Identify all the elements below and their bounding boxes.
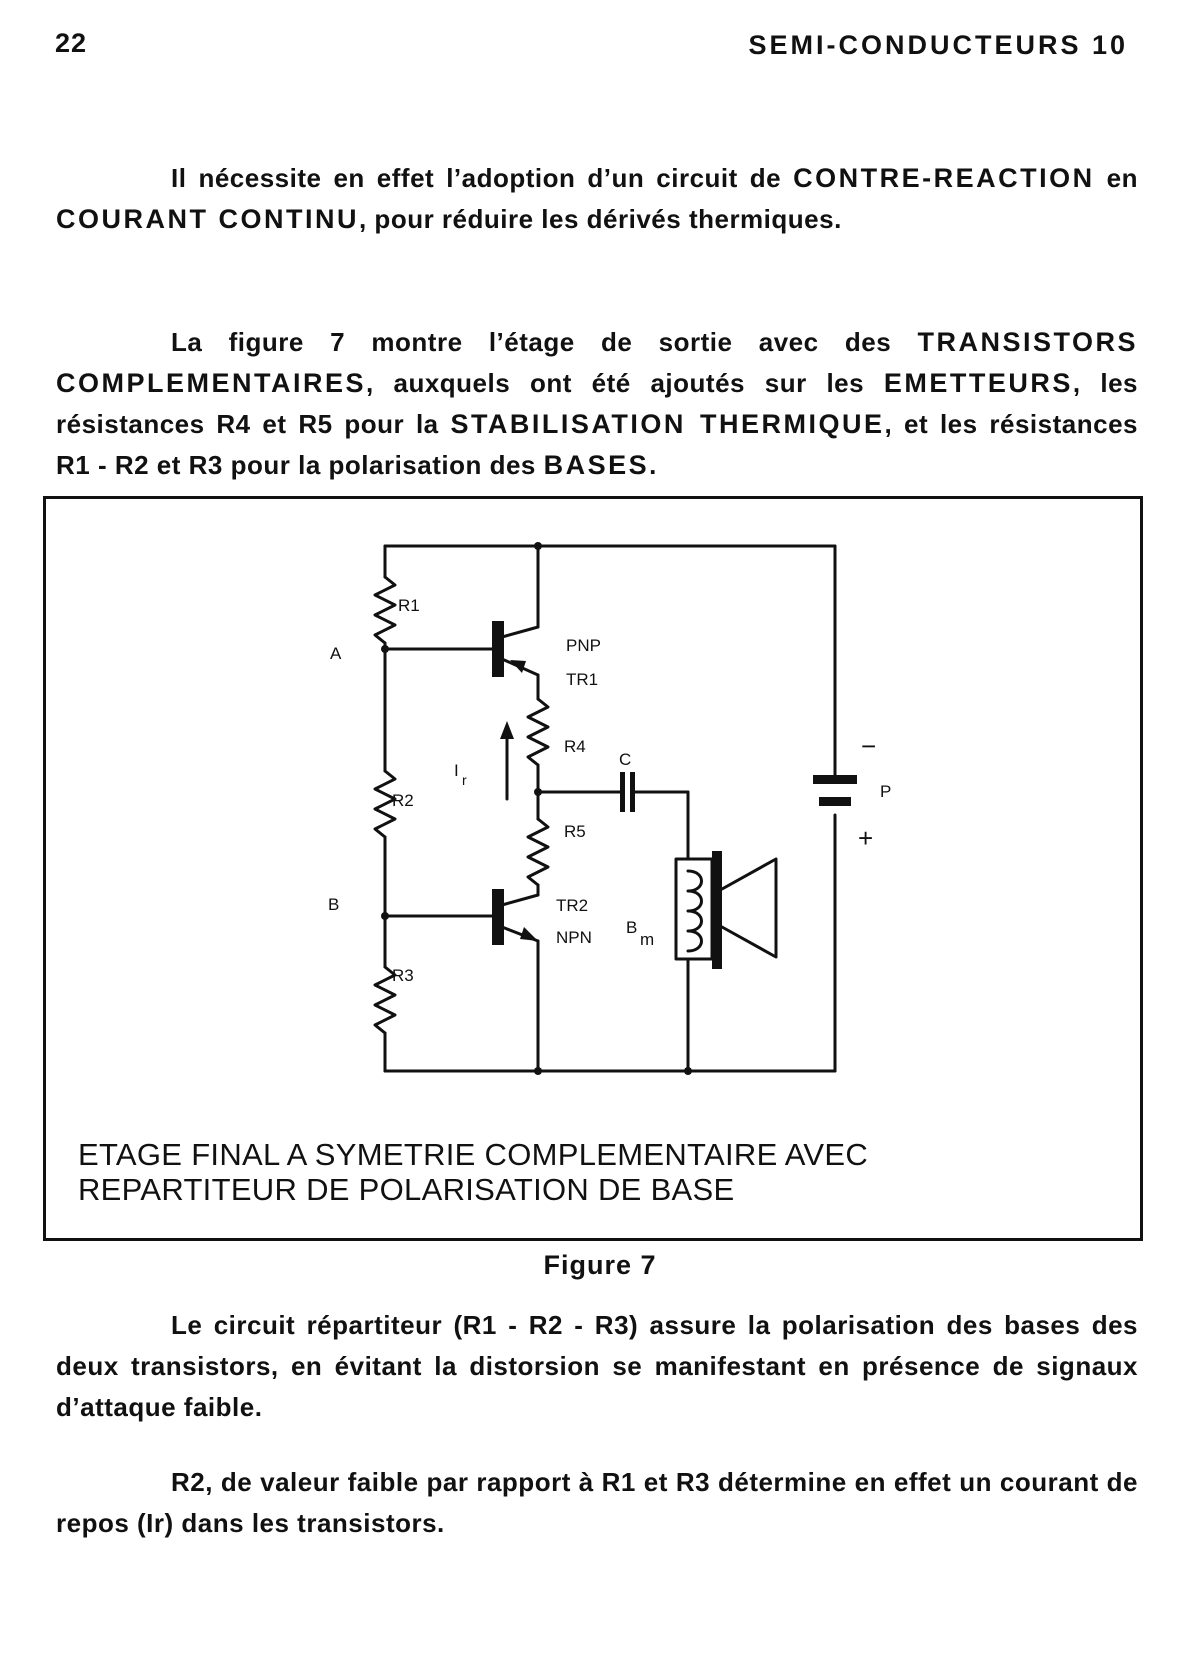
- figure-caption-line-2: REPARTITEUR DE POLARISATION DE BASE: [78, 1172, 735, 1207]
- resistor-r3: [373, 965, 397, 1035]
- label-plus: +: [858, 823, 873, 853]
- text-span: , auxquels ont été ajoutés sur les: [366, 368, 884, 398]
- label-speaker-sub: m: [640, 930, 654, 949]
- resistor-r4: [526, 697, 550, 767]
- emphasis-span: EMETTEURS: [883, 368, 1073, 398]
- paragraph-contre-reaction: Il nécessite en effet l’adoption d’un ci…: [56, 158, 1138, 240]
- text-span: Il nécessite en effet l’adoption d’un ci…: [171, 163, 794, 193]
- label-r5: R5: [564, 822, 586, 841]
- emphasis-span: COURANT CONTINU: [56, 204, 359, 234]
- label-r4: R4: [564, 737, 586, 756]
- label-speaker-main: B: [626, 918, 637, 937]
- battery-cell-bottom: [819, 797, 851, 806]
- capacitor-plate-right: [630, 772, 635, 812]
- junction-node: [684, 1067, 692, 1075]
- tr1-emitter-arrow: [510, 660, 526, 673]
- emphasis-span: CONTRE-REACTION: [793, 163, 1095, 193]
- figure-label: Figure 7: [543, 1250, 657, 1280]
- speaker-cone: [720, 857, 778, 959]
- paragraph-repartiteur: Le circuit répartiteur (R1 - R2 - R3) as…: [56, 1310, 1138, 1422]
- label-r1: R1: [398, 596, 420, 615]
- current-arrow-head: [500, 721, 514, 739]
- label-current-sub: r: [462, 772, 467, 788]
- running-head: SEMI-CONDUCTEURS 10: [748, 30, 1128, 60]
- resistor-r1: [373, 575, 397, 645]
- label-r3: R3: [392, 966, 414, 985]
- label-cap: C: [619, 750, 631, 769]
- emphasis-span: STABILISATION THERMIQUE: [450, 409, 885, 439]
- battery-cell-top: [813, 775, 857, 784]
- text-span: La figure 7 montre l’étage de sortie ave…: [171, 327, 918, 357]
- capacitor-plate-left: [620, 772, 625, 812]
- emphasis-span: BASES: [543, 450, 650, 480]
- label-batt: P: [880, 782, 891, 801]
- text-span: .: [649, 450, 657, 480]
- figure-7-box: R1 A PNP TR1 R4 C R2 R5 TR2 NPN B R3 P B…: [43, 496, 1143, 1241]
- junction-node: [534, 542, 542, 550]
- tr2-emitter-arrow: [520, 927, 538, 941]
- text-span: , pour réduire les dérivés thermiques.: [358, 204, 842, 234]
- circuit-diagram: R1 A PNP TR1 R4 C R2 R5 TR2 NPN B R3 P B…: [328, 542, 891, 1075]
- paragraph-figure-7: La figure 7 montre l’étage de sortie ave…: [56, 322, 1138, 486]
- text-span: , les résistances R4 et R5 pour la: [56, 368, 1138, 439]
- resistor-r2: [373, 769, 397, 839]
- resistor-r5: [526, 817, 550, 887]
- junction-node: [381, 912, 389, 920]
- label-current-main: I: [454, 761, 459, 780]
- label-r2: R2: [392, 791, 414, 810]
- text-span: en: [1094, 163, 1138, 193]
- junction-node: [534, 1067, 542, 1075]
- wire-tr2-collector: [500, 893, 540, 907]
- junction-node: [381, 645, 389, 653]
- label-npn: NPN: [556, 928, 592, 947]
- figure-caption-line-1: ETAGE FINAL A SYMETRIE COMPLEMENTAIRE AV…: [78, 1137, 869, 1172]
- paragraph-r2: R2, de valeur faible par rapport à R1 et…: [56, 1467, 1138, 1538]
- speaker-coil: [686, 869, 703, 953]
- junction-node: [534, 788, 542, 796]
- label-minus: −: [861, 731, 876, 761]
- figure-caption: ETAGE FINAL A SYMETRIE COMPLEMENTAIRE AV…: [78, 1137, 1078, 1207]
- label-node-b: B: [328, 895, 339, 914]
- label-tr1: TR1: [566, 670, 598, 689]
- label-node-a: A: [330, 644, 342, 663]
- label-tr2: TR2: [556, 896, 588, 915]
- tr2-base-bar: [492, 889, 504, 945]
- emphasis-span: TRANSISTORS COMPLEMENTAIRES: [56, 327, 1138, 398]
- speaker-magnet: [712, 851, 722, 969]
- tr1-base-bar: [492, 621, 504, 677]
- page-number: 22: [55, 28, 88, 58]
- label-pnp: PNP: [566, 636, 601, 655]
- text-span: , et les résistances R1 - R2 et R3 pour …: [56, 409, 1138, 480]
- wire-tr1-collector: [500, 625, 540, 639]
